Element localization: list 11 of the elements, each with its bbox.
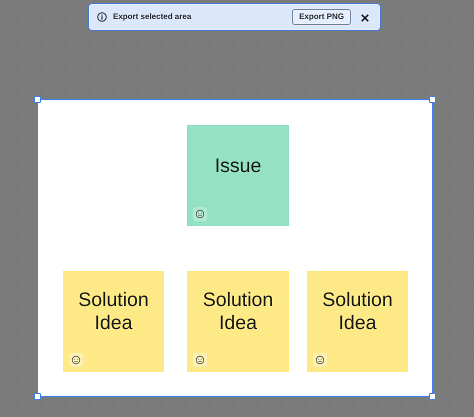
sticky-note-text: Solution Idea xyxy=(321,289,394,335)
sticky-note-text: Solution Idea xyxy=(202,289,274,335)
sticky-note-text: Solution Idea xyxy=(77,289,150,335)
sticky-note xyxy=(307,271,408,372)
sticky-note-text: Issue xyxy=(214,154,262,178)
export-button: Export PNG xyxy=(292,9,351,25)
sticky-note xyxy=(187,125,289,226)
sticky-note xyxy=(187,271,289,372)
selection-frame xyxy=(37,99,433,397)
sticky-note xyxy=(63,271,164,372)
toolbar-message: Export selected area xyxy=(113,12,192,22)
